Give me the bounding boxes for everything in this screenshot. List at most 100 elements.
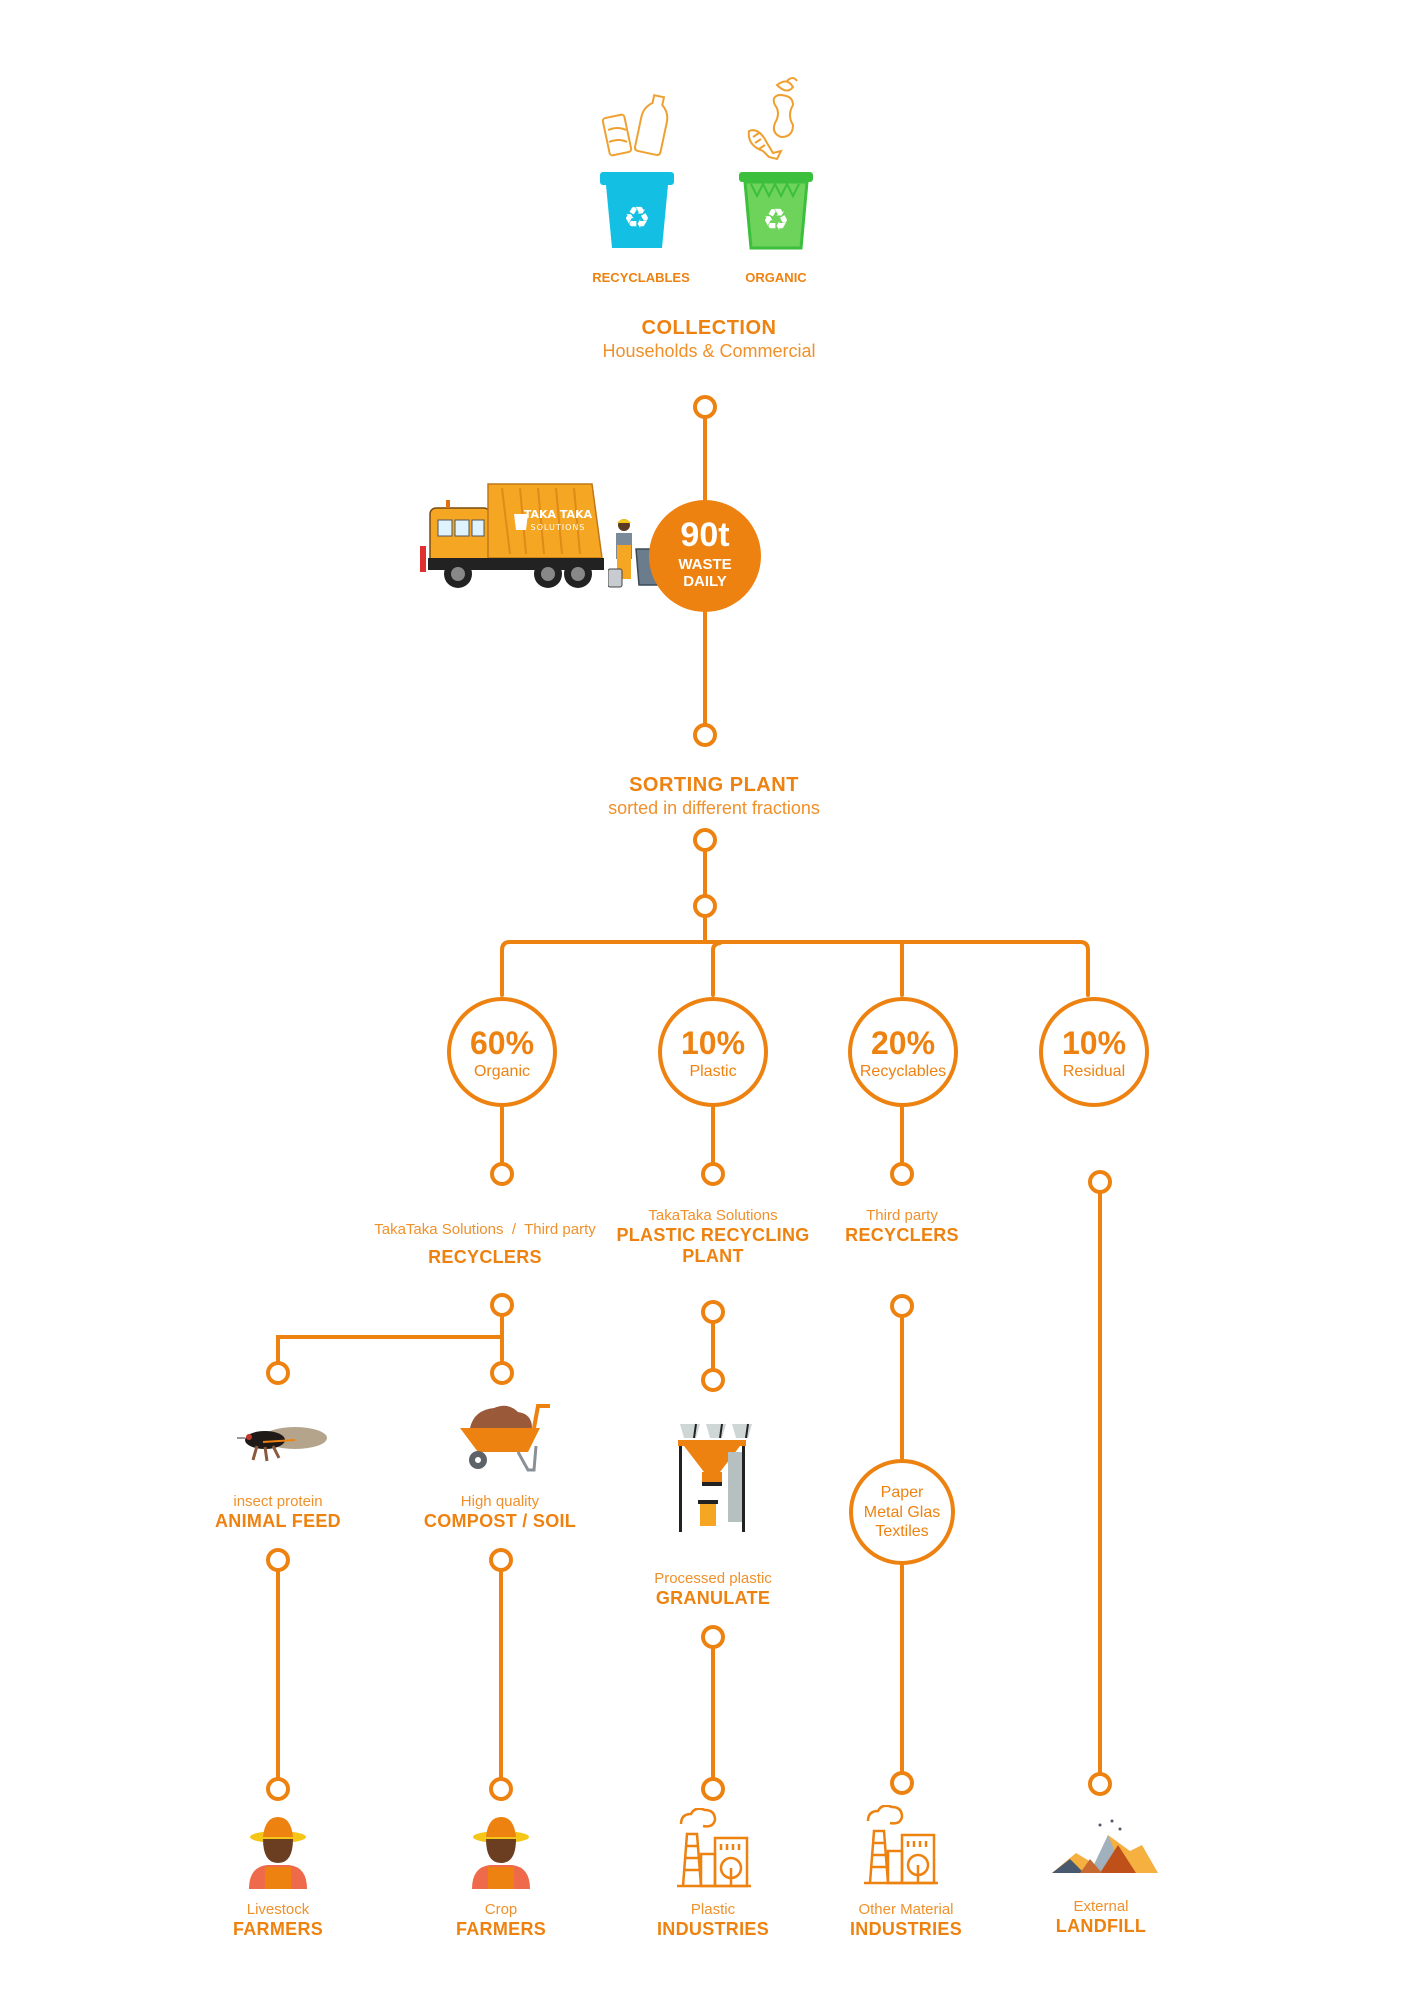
- destination-other-industries: Other Material INDUSTRIES: [850, 1901, 962, 1940]
- node-ring: [1088, 1170, 1112, 1194]
- processor-recyclables: Third party RECYCLERS: [845, 1207, 959, 1246]
- fraction-percent: 10%: [1061, 1025, 1127, 1061]
- wheelbarrow-compost-icon: [460, 1404, 550, 1472]
- node-ring: [701, 1300, 725, 1324]
- fraction-name: Organic: [473, 1063, 531, 1080]
- materials-line-3: Textiles: [875, 1523, 929, 1541]
- garbage-truck-icon: TAKA TAKA SOLUTIONS: [420, 483, 604, 588]
- daily-waste-amount: 90t: [680, 516, 730, 554]
- node-ring: [489, 1548, 513, 1572]
- node-ring: [890, 1294, 914, 1318]
- processor-recyclables-title: RECYCLERS: [845, 1224, 959, 1245]
- daily-waste-badge: 90t WASTE DAILY: [649, 500, 761, 612]
- materials-line-1: Paper: [880, 1484, 924, 1501]
- product-animal-feed-sub: insect protein: [233, 1493, 323, 1510]
- destination-title: FARMERS: [232, 1918, 324, 1939]
- product-animal-feed: insect protein ANIMAL FEED: [215, 1493, 341, 1532]
- connector-branch-plastic: [711, 941, 722, 997]
- product-compost: High quality COMPOST / SOIL: [424, 1493, 576, 1532]
- organic-bin-icon: ♻: [739, 172, 813, 250]
- daily-waste-label-1: WASTE: [678, 556, 732, 573]
- node-ring: [490, 1361, 514, 1385]
- sorting-title: SORTING PLANT: [629, 774, 799, 796]
- farmer-icon: [249, 1817, 307, 1889]
- fraction-organic: 60% Organic: [447, 997, 557, 1107]
- destination-title: LANDFILL: [1055, 1915, 1147, 1936]
- fraction-residual: 10% Residual: [1039, 997, 1149, 1107]
- node-ring: [1088, 1772, 1112, 1796]
- processor-plastic-title-2: PLANT: [682, 1245, 744, 1266]
- processor-organic: TakaTaka Solutions / Third party RECYCLE…: [374, 1221, 596, 1268]
- node-ring: [490, 1162, 514, 1186]
- fraction-name: Plastic: [689, 1063, 737, 1080]
- bin-label-recyclables: RECYCLABLES: [592, 270, 690, 285]
- destination-sub: Livestock: [246, 1901, 310, 1918]
- recycle-bin-icon: ♻: [600, 172, 674, 248]
- processor-recyclables-sub: Third party: [866, 1207, 938, 1224]
- daily-waste-label-2: DAILY: [683, 573, 727, 591]
- collection-title: COLLECTION: [641, 317, 777, 339]
- farmer-icon: [472, 1817, 530, 1889]
- node-ring: [701, 1625, 725, 1649]
- fraction-recyclables: 20% Recyclables: [848, 997, 958, 1107]
- product-compost-title: COMPOST / SOIL: [423, 1510, 577, 1531]
- materials-line-2: Metal Glas: [863, 1503, 941, 1521]
- product-granulate: Processed plastic GRANULATE: [654, 1570, 772, 1609]
- collection-subtitle: Households & Commercial: [602, 340, 816, 361]
- destination-title: FARMERS: [455, 1918, 547, 1939]
- destination-sub: Other Material: [858, 1901, 954, 1918]
- svg-text:♻: ♻: [763, 203, 790, 238]
- node-ring: [701, 1368, 725, 1392]
- node-ring: [266, 1548, 290, 1572]
- destination-title: INDUSTRIES: [656, 1918, 770, 1939]
- collection-step: COLLECTION Households & Commercial: [602, 317, 815, 362]
- destination-sub: Crop: [484, 1901, 518, 1918]
- truck-brand-line2: SOLUTIONS: [531, 523, 586, 532]
- node-ring: [890, 1771, 914, 1795]
- product-granulate-title: GRANULATE: [655, 1587, 771, 1608]
- connector-organic-split-h: [276, 1335, 504, 1364]
- node-ring: [266, 1777, 290, 1801]
- node-ring: [266, 1361, 290, 1385]
- fraction-name: Recyclables: [859, 1063, 947, 1080]
- connector-branch-bar: [500, 940, 1090, 997]
- factory-icon: [864, 1805, 938, 1885]
- truck-brand-line1: TAKA TAKA: [524, 508, 593, 521]
- product-compost-sub: High quality: [460, 1493, 540, 1510]
- node-ring: [489, 1777, 513, 1801]
- fraction-percent: 20%: [870, 1025, 936, 1061]
- processor-organic-title: RECYCLERS: [428, 1246, 542, 1267]
- processor-plastic: TakaTaka Solutions PLASTIC RECYCLING PLA…: [616, 1207, 809, 1267]
- fraction-percent: 10%: [680, 1025, 746, 1061]
- destination-crop-farmers: Crop FARMERS: [456, 1901, 546, 1940]
- node-ring: [693, 723, 717, 747]
- organic-items-icon: [747, 77, 798, 161]
- sorting-step: SORTING PLANT sorted in different fracti…: [608, 774, 820, 819]
- recyclable-items-icon: [601, 93, 669, 157]
- product-materials-node: Paper Metal Glas Textiles: [849, 1459, 955, 1565]
- destination-title: INDUSTRIES: [849, 1918, 963, 1939]
- product-granulate-sub: Processed plastic: [654, 1570, 772, 1587]
- processor-plastic-sub: TakaTaka Solutions: [648, 1207, 778, 1224]
- destination-sub: External: [1073, 1898, 1129, 1915]
- fraction-percent: 60%: [469, 1025, 535, 1061]
- granulator-machine-icon: [678, 1423, 752, 1532]
- sorting-subtitle: sorted in different fractions: [608, 797, 820, 818]
- product-animal-feed-title: ANIMAL FEED: [215, 1510, 341, 1531]
- insect-icon: [237, 1427, 327, 1462]
- node-ring: [693, 894, 717, 918]
- processor-organic-sub: TakaTaka Solutions / Third party: [374, 1221, 596, 1238]
- destination-plastic-industries: Plastic INDUSTRIES: [657, 1901, 769, 1940]
- node-ring: [693, 828, 717, 852]
- node-ring: [890, 1162, 914, 1186]
- destination-livestock-farmers: Livestock FARMERS: [233, 1901, 323, 1940]
- destination-landfill: External LANDFILL: [1056, 1898, 1146, 1937]
- fraction-plastic: 10% Plastic: [658, 997, 768, 1107]
- node-ring: [701, 1777, 725, 1801]
- factory-icon: [677, 1808, 751, 1888]
- node-ring: [701, 1162, 725, 1186]
- svg-text:♻: ♻: [624, 201, 651, 236]
- node-ring: [490, 1293, 514, 1317]
- destination-sub: Plastic: [690, 1901, 736, 1918]
- processor-plastic-title-1: PLASTIC RECYCLING: [616, 1224, 810, 1245]
